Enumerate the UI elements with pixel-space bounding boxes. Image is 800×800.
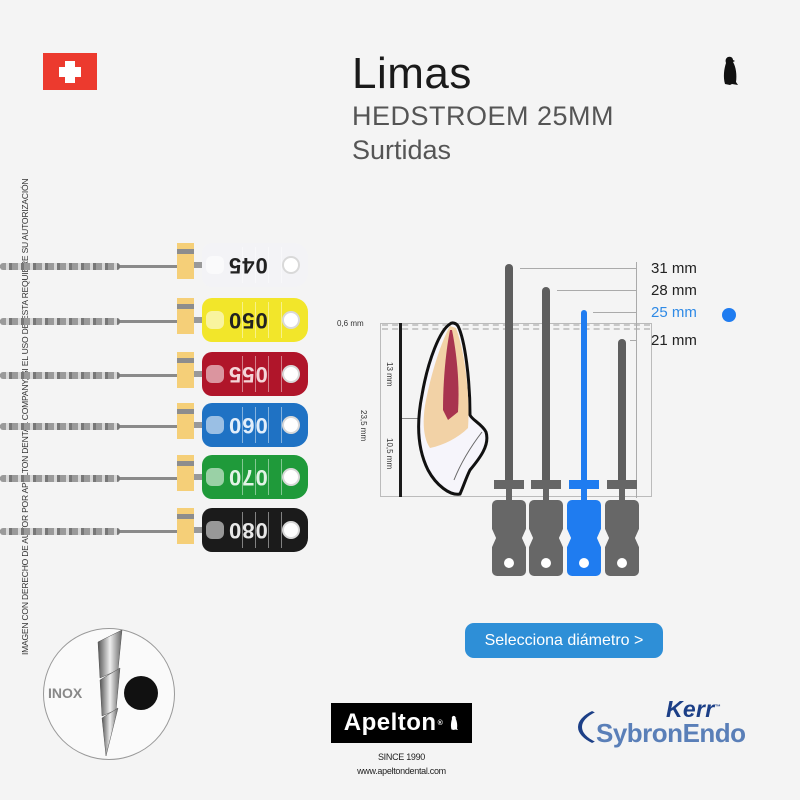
file-size-045[interactable]: 045 <box>0 243 320 289</box>
file-size-number: 080 <box>228 518 268 543</box>
file-handle: 045 <box>202 243 308 287</box>
length-line-31 <box>520 268 636 269</box>
total-length-label: 23,5 mm <box>359 410 368 442</box>
handle-hole <box>282 365 300 383</box>
file-size-055[interactable]: 055 <box>0 352 320 398</box>
offset-label: 0,6 mm <box>337 319 364 328</box>
tooth-illustration <box>417 321 489 496</box>
file-size-number: 070 <box>228 465 268 490</box>
rubber-stop <box>177 403 194 439</box>
measure-frame <box>380 323 652 497</box>
file-size-number: 045 <box>228 253 268 278</box>
handle-hole <box>282 256 300 274</box>
length-ruler <box>399 323 402 497</box>
file-size-070[interactable]: 070 <box>0 455 320 501</box>
length-option-25mm[interactable]: 25 mm <box>651 304 697 321</box>
instrument-31mm[interactable] <box>490 264 528 580</box>
instrument-21mm[interactable] <box>603 339 641 580</box>
kerr-logo: Kerr™ <box>666 696 721 722</box>
dashed-guide <box>382 328 650 330</box>
instrument-25mm-selected[interactable] <box>565 310 603 580</box>
crown-root-divider <box>402 418 428 419</box>
material-label: INOX <box>48 685 83 701</box>
cross-section-icon <box>124 676 158 710</box>
handle-hole <box>282 311 300 329</box>
file-cutting-edge <box>0 475 120 482</box>
selected-indicator-icon <box>722 308 736 322</box>
length-option-28mm[interactable]: 28 mm <box>651 282 697 299</box>
brand-name: Apelton <box>343 709 437 736</box>
product-variant: Surtidas <box>352 135 452 165</box>
file-cutting-edge <box>0 318 120 325</box>
file-size-050[interactable]: 050 <box>0 298 320 344</box>
file-cutting-edge <box>0 372 120 379</box>
handle-hole <box>282 468 300 486</box>
page-title: Limas <box>352 49 472 98</box>
length-guide-vertical <box>636 262 637 498</box>
file-cutting-edge <box>0 263 120 270</box>
penguin-icon <box>451 715 459 730</box>
file-size-060[interactable]: 060 <box>0 403 320 449</box>
file-cutting-edge <box>0 528 120 535</box>
sybronendo-swoosh-icon <box>578 704 678 750</box>
length-option-21mm[interactable]: 21 mm <box>651 332 697 349</box>
select-diameter-button[interactable]: Selecciona diámetro > <box>465 623 663 658</box>
penguin-icon <box>723 56 738 85</box>
product-subtitle: HEDSTROEM 25MM <box>352 101 615 131</box>
instrument-28mm[interactable] <box>527 287 565 580</box>
rubber-stop <box>177 298 194 334</box>
dashed-guide <box>382 324 650 326</box>
file-handle: 080 <box>202 508 308 552</box>
length-line-21 <box>630 340 636 341</box>
apelton-logo: Apelton® <box>331 703 472 743</box>
swiss-flag-icon <box>43 53 97 90</box>
file-handle: 055 <box>202 352 308 396</box>
handle-hole <box>282 416 300 434</box>
website-link[interactable]: www.apeltondental.com <box>357 766 446 776</box>
handle-hole <box>282 521 300 539</box>
file-size-080[interactable]: 080 <box>0 508 320 554</box>
since-text: SINCE 1990 <box>377 752 426 762</box>
file-size-number: 050 <box>228 308 268 333</box>
length-line-25 <box>593 312 636 313</box>
rubber-stop <box>177 508 194 544</box>
length-line-28 <box>557 290 636 291</box>
file-size-number: 055 <box>228 362 268 387</box>
length-option-31mm[interactable]: 31 mm <box>651 260 697 277</box>
root-length-label: 10,5 mm <box>385 438 394 470</box>
file-tip-icon <box>97 629 123 757</box>
rubber-stop <box>177 243 194 279</box>
file-handle: 070 <box>202 455 308 499</box>
file-cutting-edge <box>0 423 120 430</box>
rubber-stop <box>177 352 194 388</box>
file-handle: 050 <box>202 298 308 342</box>
sybronendo-logo: SybronEndo <box>596 718 746 748</box>
crown-length-label: 13 mm <box>385 362 394 387</box>
rubber-stop <box>177 455 194 491</box>
file-handle: 060 <box>202 403 308 447</box>
file-size-number: 060 <box>228 413 268 438</box>
